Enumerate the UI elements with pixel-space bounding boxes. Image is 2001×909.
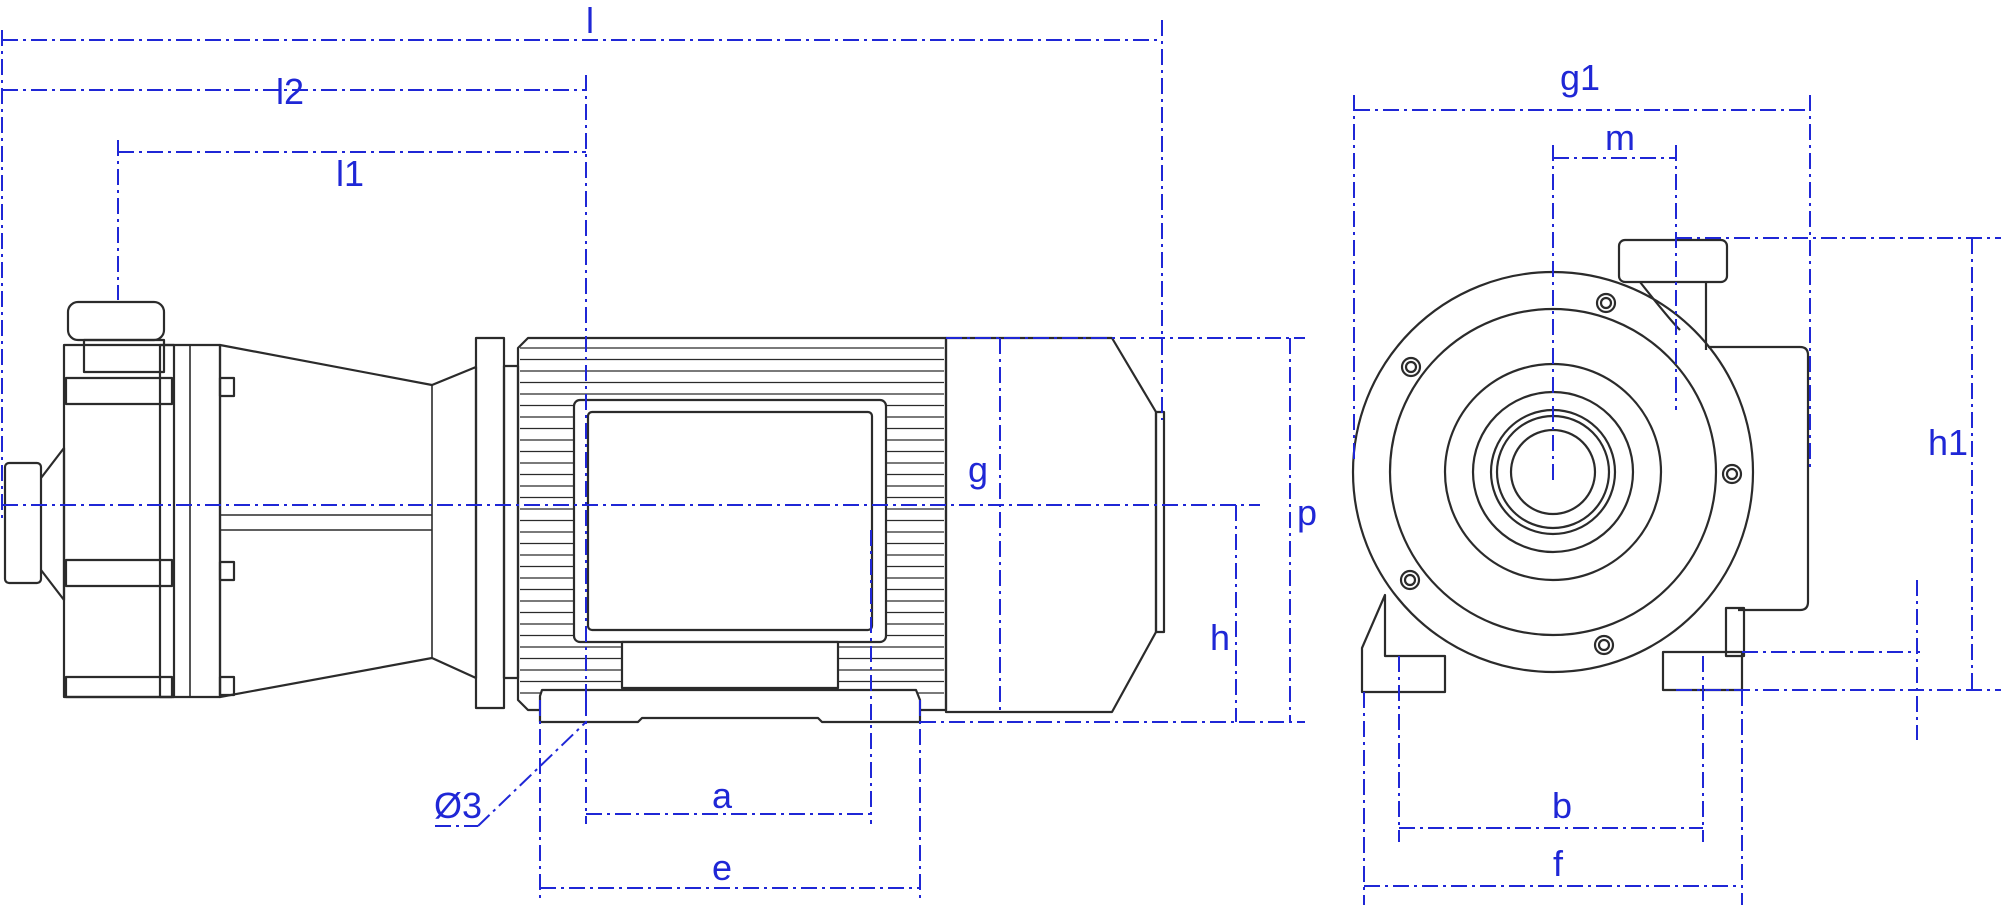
front-discharge-cap: [1617, 238, 1729, 284]
label-g1: g1: [1560, 57, 1600, 98]
dimension-lines: [1, 20, 2001, 905]
side-view: [3, 300, 1166, 724]
suction-inlet-flange: [3, 461, 43, 585]
label-h1: h1: [1928, 422, 1968, 463]
dim-leader-phi3: [477, 721, 587, 827]
motor-base: [538, 688, 922, 724]
suction-inlet-neck: [40, 446, 66, 602]
terminal-box-outer: [572, 398, 888, 644]
label-h: h: [1210, 617, 1230, 658]
dimension-labels: l l2 l1 g p h a e Ø3 g1 m h1 b f: [276, 0, 1968, 888]
label-l: l: [586, 0, 594, 41]
front-casing-ring: [1388, 307, 1718, 637]
label-a: a: [712, 775, 733, 816]
fan-cover: [944, 336, 1158, 714]
front-view: [1351, 238, 1810, 694]
label-b: b: [1552, 785, 1572, 826]
bearing-housing: [218, 343, 478, 699]
label-l1: l1: [336, 153, 364, 194]
front-right-foot: [1724, 606, 1746, 658]
front-left-foot: [1360, 593, 1447, 694]
discharge-outlet-neck: [82, 338, 166, 374]
front-discharge-neck: [1639, 281, 1708, 350]
motor-adapter-flange: [474, 336, 506, 710]
casing-bolts: [64, 376, 236, 699]
label-f: f: [1553, 843, 1564, 884]
fan-cover-end: [1154, 410, 1166, 634]
discharge-outlet-cap: [66, 300, 166, 342]
terminal-box-inner: [586, 410, 874, 632]
pump-casing: [62, 343, 176, 699]
label-e: e: [712, 847, 732, 888]
label-p: p: [1297, 492, 1317, 533]
label-l2: l2: [276, 71, 304, 112]
label-m: m: [1605, 117, 1635, 158]
front-side-housing: [1708, 345, 1810, 612]
label-g: g: [968, 449, 988, 490]
label-phi3: Ø3: [434, 785, 482, 826]
front-bolt-lugs: [1399, 292, 1743, 656]
